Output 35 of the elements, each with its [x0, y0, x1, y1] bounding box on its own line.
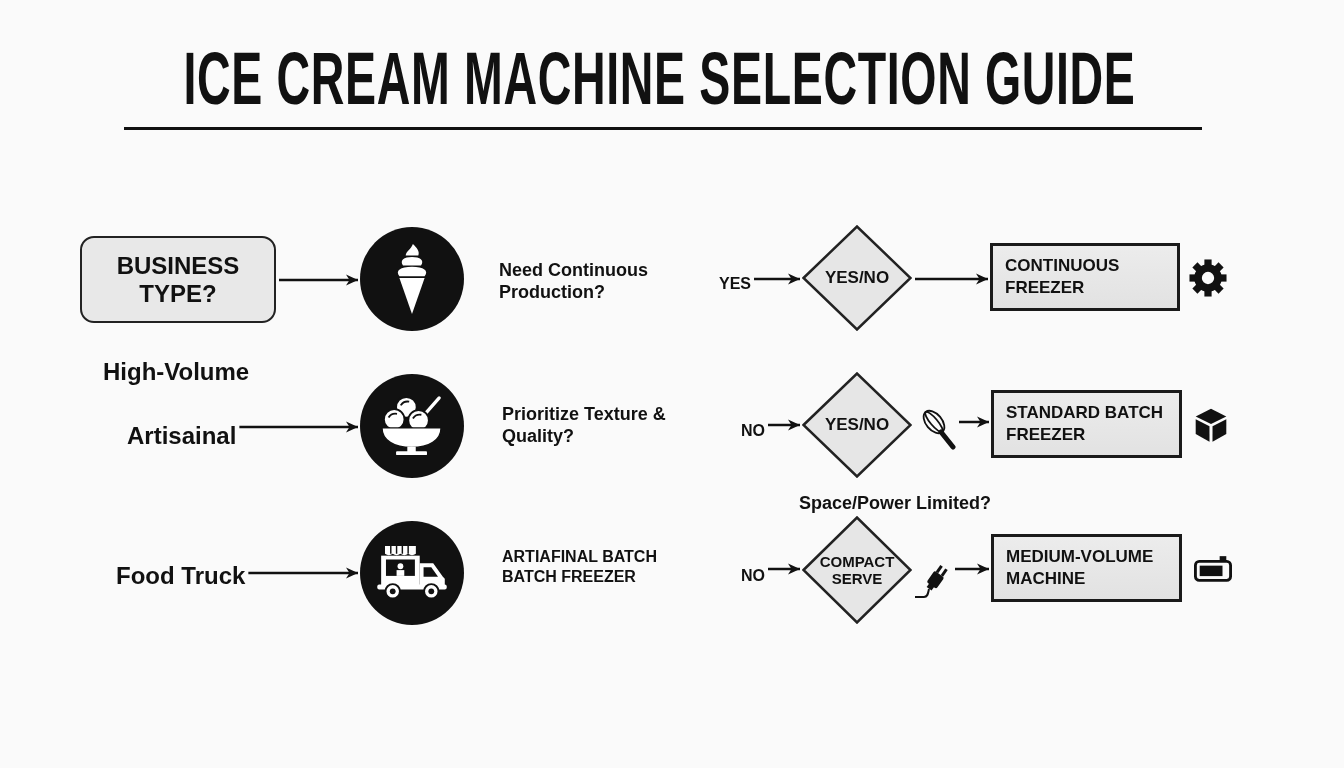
question-label: Space/Power Limited?	[799, 493, 992, 515]
result-label: ARTIAFINAL BATCH BATCH FREEZER	[502, 547, 658, 587]
result-box	[991, 390, 1182, 458]
diamond-label: YES/NO	[824, 415, 890, 435]
whisk-icon	[922, 407, 956, 451]
arrow	[955, 563, 989, 575]
arrow	[959, 416, 989, 428]
category-label: Food Truck	[116, 561, 246, 591]
arrow	[915, 273, 988, 285]
start-label: BUSINESS TYPE?	[115, 251, 241, 308]
arrow	[768, 563, 800, 575]
result-box	[991, 534, 1182, 602]
start-box	[80, 236, 276, 323]
diamond-label: YES/NO	[824, 268, 890, 288]
category-label: Artisainal	[127, 421, 237, 451]
branch-label: NO	[741, 566, 765, 586]
box-label: CONTINUOUS FREEZER	[1005, 254, 1121, 299]
result-box	[990, 243, 1180, 311]
arrow	[248, 567, 358, 579]
question-label: Need Continuous Production?	[499, 260, 649, 304]
title: ICE CREAM MACHINE SELECTION GUIDE	[183, 42, 1136, 116]
arrow	[768, 419, 800, 431]
decision-diamond	[802, 225, 912, 331]
question-label: Prioritize Texture & Quality?	[502, 404, 667, 448]
box-label: STANDARD BATCH FREEZER	[1006, 401, 1165, 446]
box-label: MEDIUM-VOLUME MACHINE	[1006, 545, 1155, 590]
decision-diamond	[802, 516, 912, 624]
diamond-label: COMPACT SERVE	[818, 552, 896, 588]
decision-diamond	[802, 372, 912, 478]
branch-label: YES	[719, 274, 751, 294]
category-label: High-Volume	[103, 357, 250, 387]
branch-label: NO	[741, 421, 765, 441]
arrow	[279, 274, 358, 286]
arrow	[239, 421, 358, 433]
arrow	[754, 273, 800, 285]
